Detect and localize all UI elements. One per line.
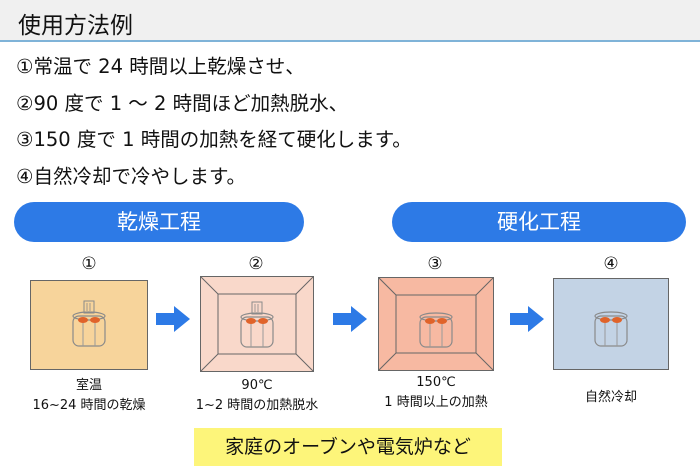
stage-2-number: ②: [248, 254, 264, 274]
stage-3-caption: 150℃ 1 時間以上の加熱: [361, 373, 511, 413]
stage-3-duration: 1 時間以上の加熱: [384, 395, 488, 410]
stage-1-number: ①: [81, 254, 97, 274]
stage-3-panel: [378, 277, 494, 371]
arrow-right-icon: [156, 306, 190, 332]
stage-2-panel: [200, 276, 314, 372]
arrow-right-icon: [333, 306, 367, 332]
sample-container-icon: [594, 311, 628, 347]
step-1-text: ①常温で 24 時間以上乾燥させ、: [16, 55, 305, 78]
stage-1-caption: 室温 16~24 時間の乾燥: [14, 376, 164, 416]
sample-container-icon: [240, 301, 274, 348]
phase-drying-label: 乾燥工程: [14, 202, 304, 242]
stage-1-panel: [30, 280, 148, 370]
page-title: 使用方法例: [18, 13, 133, 39]
equipment-note: 家庭のオーブンや電気炉など: [194, 428, 502, 466]
stage-2-duration: 1~2 時間の加熱脱水: [195, 398, 319, 413]
sample-container-icon: [72, 300, 106, 347]
oven-background: [378, 277, 494, 371]
stage-4-panel: [553, 278, 669, 370]
stage-4-condition: 自然冷却: [584, 390, 637, 405]
step-4-text: ④自然冷却で冷やします。: [16, 165, 247, 188]
stage-1-duration: 16~24 時間の乾燥: [32, 398, 146, 413]
step-2-text: ②90 度で 1 〜 2 時間ほど加熱脱水、: [16, 92, 349, 115]
oven-background: [200, 276, 314, 372]
phase-curing-label: 硬化工程: [392, 202, 686, 242]
stage-1-condition: 室温: [75, 378, 102, 393]
stage-2-condition: 90℃: [241, 378, 273, 393]
stage-4-caption: 自然冷却: [536, 388, 686, 408]
stage-4-number: ④: [603, 254, 619, 274]
room-temp-background: [30, 280, 148, 370]
sample-container-icon: [419, 312, 453, 348]
arrow-right-icon: [510, 306, 544, 332]
stage-3-number: ③: [427, 254, 443, 274]
stage-2-caption: 90℃ 1~2 時間の加熱脱水: [182, 376, 332, 416]
cooling-background: [553, 278, 669, 370]
section-heading: 使用方法例: [0, 0, 700, 42]
stage-3-condition: 150℃: [416, 375, 456, 390]
step-3-text: ③150 度で 1 時間の加熱を経て硬化します。: [16, 128, 412, 151]
